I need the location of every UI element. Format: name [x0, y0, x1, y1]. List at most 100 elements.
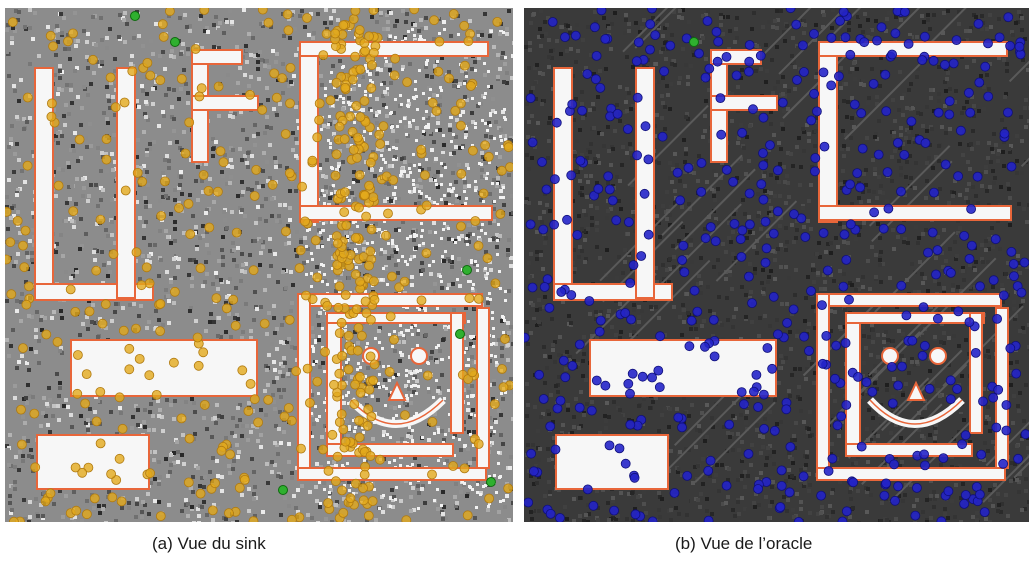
- obstacle-10: [36, 434, 150, 490]
- node-dot: [737, 127, 748, 138]
- node-dot: [251, 164, 262, 175]
- node-dot: [151, 389, 162, 400]
- node-dot: [253, 417, 264, 428]
- node-dot: [498, 382, 509, 393]
- node-dot: [116, 496, 127, 507]
- node-dot: [334, 281, 345, 292]
- node-dot: [887, 49, 898, 60]
- node-dot: [356, 330, 367, 341]
- node-dot: [988, 275, 999, 286]
- node-dot: [1003, 12, 1014, 23]
- node-dot: [352, 132, 363, 143]
- node-dot: [354, 25, 365, 35]
- node-dot: [831, 340, 842, 351]
- node-dot: [354, 202, 364, 213]
- node-dot: [243, 406, 254, 417]
- node-dot: [748, 386, 759, 397]
- node-dot: [791, 19, 802, 30]
- node-dot: [845, 49, 856, 60]
- node-dot: [712, 56, 723, 67]
- node-dot: [366, 224, 377, 235]
- node-dot: [156, 210, 167, 221]
- highlight-node: [170, 37, 180, 47]
- node-dot: [735, 234, 746, 245]
- node-dot: [560, 372, 571, 383]
- node-dot: [567, 99, 578, 110]
- node-dot: [830, 373, 840, 384]
- node-dot: [591, 74, 601, 85]
- node-dot: [744, 56, 755, 67]
- node-dot: [527, 282, 538, 293]
- node-dot: [873, 149, 884, 160]
- node-dot: [566, 170, 577, 181]
- node-dot: [796, 213, 807, 224]
- node-dot: [314, 98, 325, 109]
- node-dot: [16, 439, 27, 450]
- node-dot: [71, 505, 82, 516]
- node-dot: [375, 139, 386, 149]
- node-dot: [467, 145, 478, 156]
- node-dot: [818, 228, 829, 238]
- node-dot: [525, 219, 536, 230]
- node-dot: [505, 162, 513, 172]
- node-dot: [114, 392, 125, 403]
- node-dot: [785, 8, 796, 14]
- node-dot: [590, 22, 600, 33]
- node-dot: [541, 184, 552, 195]
- node-dot: [6, 289, 17, 300]
- node-dot: [809, 28, 819, 39]
- node-dot: [817, 358, 828, 369]
- node-dot: [284, 314, 295, 325]
- node-dot: [1001, 425, 1012, 436]
- obstacle-14: [476, 307, 490, 469]
- node-dot: [907, 335, 918, 346]
- node-dot: [702, 16, 713, 26]
- node-dot: [337, 350, 348, 361]
- node-dot: [528, 466, 539, 477]
- node-dot: [878, 223, 889, 234]
- node-dot: [945, 267, 956, 278]
- node-dot: [345, 111, 356, 122]
- node-dot: [351, 304, 362, 315]
- node-dot: [762, 343, 773, 353]
- node-dot: [194, 91, 205, 102]
- node-dot: [751, 369, 762, 380]
- node-dot: [107, 492, 118, 503]
- node-dot: [365, 451, 376, 461]
- node-dot: [249, 191, 260, 201]
- node-dot: [957, 439, 968, 450]
- node-dot: [340, 436, 351, 447]
- node-dot: [283, 25, 294, 36]
- node-dot: [932, 313, 943, 324]
- node-dot: [119, 97, 130, 108]
- oracle-nodes: [524, 8, 1029, 522]
- node-dot: [497, 364, 507, 374]
- node-dot: [97, 318, 108, 329]
- node-dot: [724, 419, 735, 430]
- node-dot: [806, 286, 816, 296]
- node-dot: [596, 8, 607, 16]
- node-dot: [594, 326, 605, 337]
- node-dot: [974, 489, 985, 500]
- node-dot: [880, 69, 891, 80]
- node-dot: [765, 140, 775, 151]
- obstacle-13: [297, 467, 487, 481]
- node-dot: [321, 28, 332, 39]
- node-dot: [280, 226, 291, 237]
- node-dot: [174, 203, 184, 213]
- node-dot: [483, 151, 494, 162]
- node-dot: [582, 484, 593, 495]
- node-dot: [389, 334, 399, 345]
- node-dot: [339, 207, 350, 218]
- node-dot: [1008, 259, 1019, 269]
- node-dot: [134, 353, 145, 364]
- node-dot: [5, 254, 12, 265]
- node-dot: [747, 298, 757, 309]
- caption-sink-view: (a) Vue du sink: [152, 534, 266, 553]
- node-dot: [857, 143, 868, 154]
- node-dot: [897, 361, 907, 372]
- node-dot: [788, 304, 799, 315]
- node-dot: [124, 343, 135, 354]
- node-dot: [799, 67, 809, 77]
- node-dot: [465, 81, 476, 91]
